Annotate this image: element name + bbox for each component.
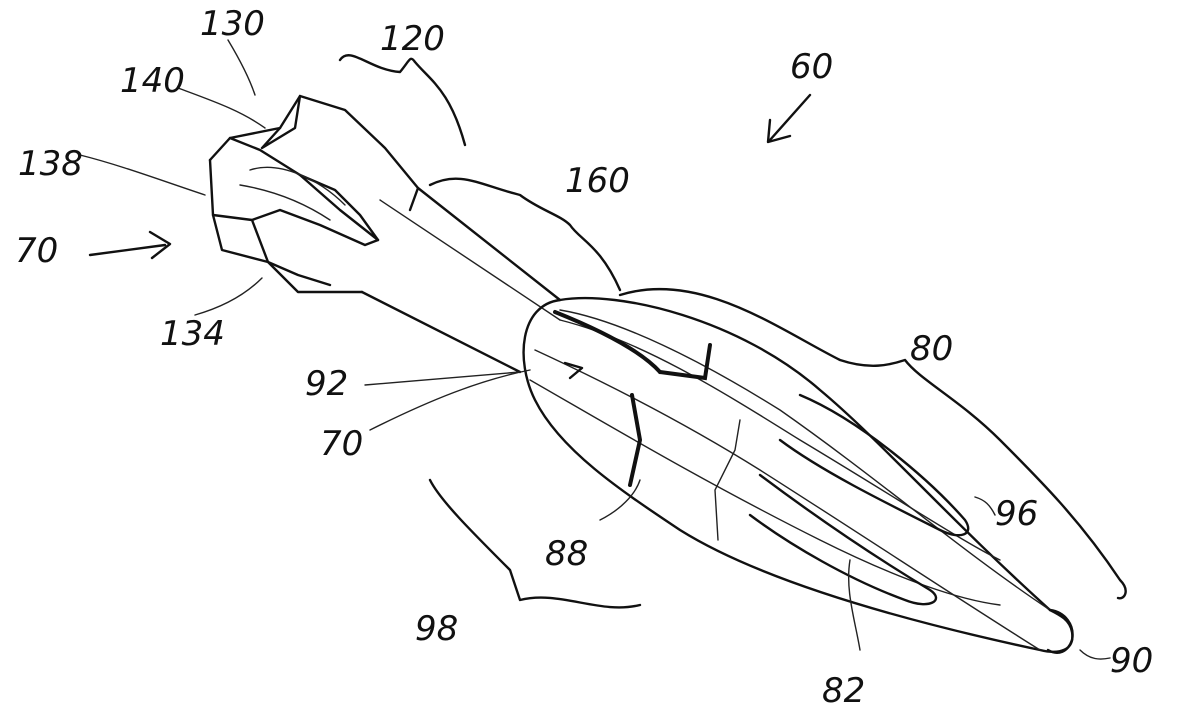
label-98: 98 bbox=[415, 609, 458, 649]
label-96: 96 bbox=[995, 494, 1038, 534]
label-140: 140 bbox=[120, 61, 185, 101]
label-70-rear: 70 bbox=[15, 231, 58, 271]
label-80: 80 bbox=[910, 329, 953, 369]
arrow-head bbox=[522, 296, 1074, 654]
label-92: 92 bbox=[305, 364, 348, 404]
label-120: 120 bbox=[380, 19, 445, 59]
label-134: 134 bbox=[160, 314, 225, 354]
fletching bbox=[208, 94, 420, 294]
label-138: 138 bbox=[18, 144, 83, 184]
label-82: 82 bbox=[822, 671, 865, 711]
label-60: 60 bbox=[790, 47, 833, 87]
reference-labels: 130 120 140 60 138 160 70 134 80 92 70 9… bbox=[15, 4, 1153, 711]
reference-arrows bbox=[88, 93, 812, 380]
label-88: 88 bbox=[545, 534, 588, 574]
label-160: 160 bbox=[565, 161, 630, 201]
label-130: 130 bbox=[200, 4, 265, 44]
leader-lines bbox=[79, 39, 1127, 660]
label-90: 90 bbox=[1110, 641, 1153, 681]
shaft bbox=[360, 186, 562, 374]
label-70-head: 70 bbox=[320, 424, 363, 464]
